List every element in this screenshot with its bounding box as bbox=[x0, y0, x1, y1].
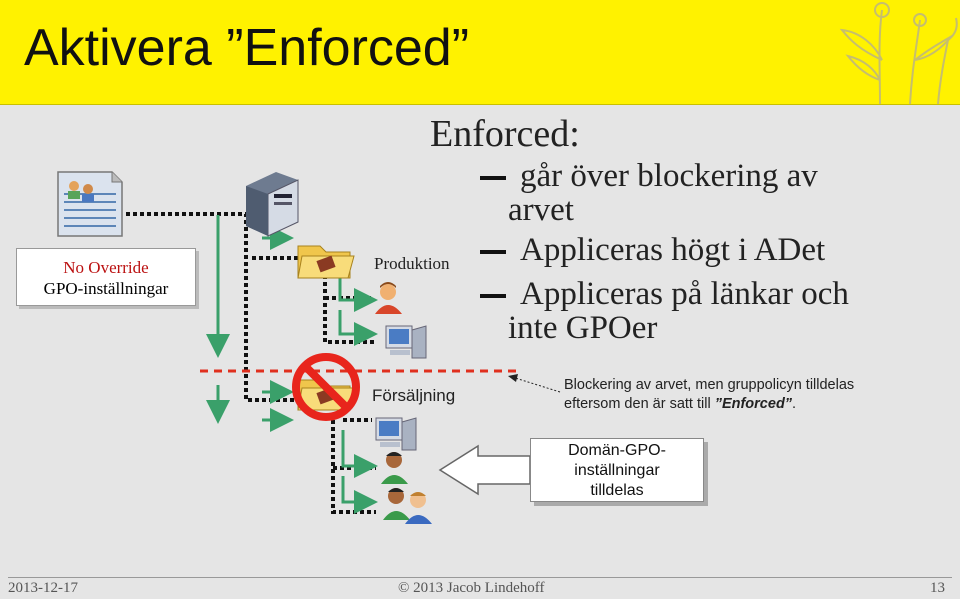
ou-label-forsaljning: Försäljning bbox=[372, 386, 456, 405]
user-icon bbox=[381, 452, 408, 484]
no-override-label: No Override bbox=[63, 258, 149, 277]
computer-icon bbox=[375, 417, 417, 451]
plant-icon bbox=[839, 2, 958, 104]
bullet-3: Appliceras på länkar och bbox=[480, 276, 849, 312]
enforced-note: Blockering av arvet, men gruppolicyn til… bbox=[564, 377, 855, 412]
server-icon bbox=[246, 172, 299, 237]
footer-page-number: 13 bbox=[930, 580, 945, 596]
gpo-settings-label: GPO-inställningar bbox=[43, 279, 169, 298]
bullet-2: Appliceras högt i ADet bbox=[480, 232, 825, 268]
enforced-heading: Enforced: bbox=[430, 113, 580, 155]
computer-icon bbox=[385, 325, 427, 359]
bullet-1-cont: arvet bbox=[508, 192, 574, 228]
domain-gpo-box: Domän-GPO- inställningar tilldelas bbox=[530, 438, 704, 502]
slide-title: Aktivera ”Enforced” bbox=[24, 19, 470, 77]
footer-copyright: © 2013 Jacob Lindehoff bbox=[398, 580, 545, 596]
inheritance-arrows bbox=[206, 215, 378, 514]
user-icon bbox=[383, 488, 432, 524]
slide-header: Aktivera ”Enforced” bbox=[0, 0, 960, 105]
no-entry-icon bbox=[292, 353, 360, 421]
footer-date: 2013-12-17 bbox=[8, 580, 78, 596]
no-override-box: No Override GPO-inställningar bbox=[16, 248, 196, 306]
bullet-1: går över blockering av bbox=[480, 158, 818, 194]
book-icon bbox=[316, 255, 336, 273]
footer-divider bbox=[8, 577, 952, 578]
ou-label-produktion: Produktion bbox=[374, 254, 450, 273]
gpo-document-icon bbox=[57, 171, 123, 237]
left-arrow-icon bbox=[438, 444, 531, 496]
user-icon bbox=[375, 282, 402, 314]
gpo-diagram bbox=[57, 171, 561, 524]
bullet-3-cont: inte GPOer bbox=[508, 310, 658, 346]
